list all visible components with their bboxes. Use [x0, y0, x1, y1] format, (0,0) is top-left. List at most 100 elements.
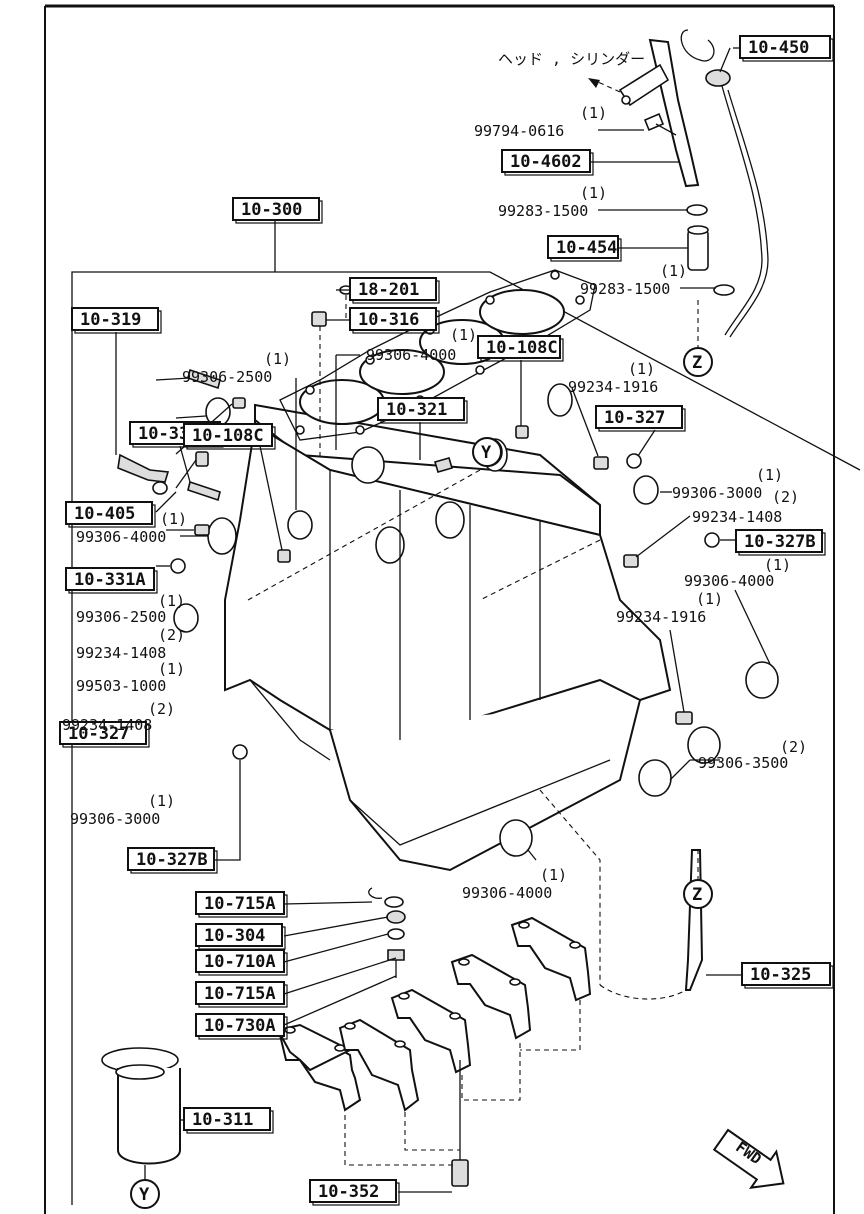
qty-label: (1) — [158, 592, 185, 610]
oil-jet — [368, 887, 383, 899]
pin-99234-1916-r — [675, 711, 693, 725]
label-99306-4000-r: 99306-4000 — [684, 572, 774, 590]
side-hole — [375, 526, 405, 564]
dipstick-tube — [648, 38, 700, 188]
qty-label: (1) — [696, 590, 723, 608]
leader — [571, 387, 599, 457]
part-labels: 99794-0616 99283-1500 99283-1500 99306-4… — [62, 122, 788, 902]
block-skirt — [329, 699, 641, 872]
oring-10-327-top — [626, 453, 642, 469]
deck-hole — [365, 355, 375, 365]
label-99306-3000-low: 99306-3000 — [70, 810, 160, 828]
callout-box-10325: 10-325 — [741, 962, 834, 989]
leader — [175, 459, 197, 489]
leader — [283, 975, 397, 1026]
hose-top — [687, 225, 709, 235]
ref-y-bottom-text: Y — [139, 1185, 150, 1205]
dipstick-group — [588, 29, 769, 348]
seal-99306-4000-bot — [499, 819, 533, 857]
label-99234-1408-low: 99234-1408 — [62, 716, 152, 734]
cap-guide — [344, 1115, 455, 1166]
deck-hole — [305, 385, 315, 395]
arrow-head-icon — [588, 78, 600, 88]
oring-10-327B-bottom — [232, 744, 248, 760]
deck-hole — [575, 295, 585, 305]
quantity-labels: (1) (1) (1) (1) (1) (1) (1) (2) (1) (1) … — [148, 104, 807, 884]
callout-box-10327_left: 10-327 — [59, 721, 150, 748]
ref-z-lower-text: Z — [692, 885, 702, 905]
oring-10-327B-right — [704, 532, 720, 548]
callout-text: 10-327B — [744, 532, 816, 552]
dipstick-rod — [721, 85, 763, 336]
label-99283-1500-a: 99283-1500 — [498, 202, 588, 220]
plug-99306-4000-left — [207, 517, 237, 555]
leader — [669, 629, 685, 713]
leader — [635, 515, 691, 558]
note-head-cylinder: ヘッド , シリンダー — [498, 50, 645, 68]
leader — [283, 916, 389, 937]
liner-10-311 — [101, 1047, 181, 1165]
fwd-arrow-icon — [712, 1128, 785, 1189]
callout-text: 10-710A — [204, 952, 276, 972]
bearing-cap-5 — [510, 916, 592, 1002]
callout-text: 10-4602 — [510, 152, 582, 172]
label-99503-1000: 99503-1000 — [76, 677, 166, 695]
leader — [527, 849, 537, 861]
dowel-10-316 — [311, 311, 327, 327]
label-99306-4000-bot: 99306-4000 — [462, 884, 552, 902]
callout-box-10331A_left: 10-331A — [65, 567, 158, 594]
callout-text: 10-327 — [68, 724, 129, 744]
deck-hole — [485, 295, 495, 305]
qty-label: (1) — [158, 660, 185, 678]
callout-box-10316: 10-316 — [349, 307, 440, 334]
qty-label: (1) — [264, 350, 291, 368]
callout-text: 10-450 — [748, 38, 809, 58]
ref-marker-y-bottom: Y — [130, 1179, 160, 1209]
callout-text: 10-316 — [358, 310, 419, 330]
label-99306-2500-top: 99306-2500 — [182, 368, 272, 386]
callout-text: 10-327 — [604, 408, 665, 428]
ref-marker-z-top: Z — [683, 347, 713, 377]
washer-10-405 — [152, 481, 168, 495]
callout-box-10327B_right: 10-327B — [735, 529, 826, 556]
callout-text: 10-730A — [204, 1016, 276, 1036]
qty-label: (1) — [540, 866, 567, 884]
arrow-line — [597, 81, 621, 93]
callout-text: 10-405 — [74, 504, 135, 524]
label-99234-1408-r: 99234-1408 — [692, 508, 782, 526]
clamp-upper — [686, 204, 708, 216]
leader — [155, 491, 177, 513]
label-99306-2500-left: 99306-2500 — [76, 608, 166, 626]
qty-label: (2) — [148, 700, 175, 718]
ref-marker-z-lower: Z — [683, 879, 713, 909]
qty-label: (1) — [660, 262, 687, 280]
pin-10-108C-top — [515, 425, 529, 439]
callout-box-10710A: 10-710A — [195, 949, 288, 976]
leader — [283, 933, 389, 963]
leader-10-450b — [719, 47, 731, 73]
label-99283-1500-b: 99283-1500 — [580, 280, 670, 298]
qty-label: (1) — [450, 326, 477, 344]
side-hole — [547, 383, 573, 417]
leader — [210, 760, 241, 861]
callout-box-10715A_2: 10-715A — [195, 981, 288, 1008]
callout-box-10730A: 10-730A — [195, 1013, 288, 1040]
label-99306-4000-left: 99306-4000 — [76, 528, 166, 546]
stud-10-331A-top — [187, 480, 221, 502]
deck-hole — [475, 365, 485, 375]
qty-label: (1) — [148, 792, 175, 810]
pin-99234-1408-low — [194, 524, 210, 536]
bearing-cap-1 — [276, 1023, 362, 1112]
callout-box-10352: 10-352 — [309, 1179, 400, 1206]
callout-box-10450: 10-450 — [739, 35, 834, 62]
qty-label: (1) — [160, 510, 187, 528]
block-leaders — [115, 289, 771, 861]
dipstick-handle — [680, 29, 715, 62]
callout-text: 10-715A — [204, 894, 276, 914]
leader — [734, 589, 771, 665]
bolt-10-352 — [451, 1159, 469, 1187]
lower-components — [101, 789, 742, 1193]
qty-label: (1) — [628, 360, 655, 378]
label-99234-1916-top: 99234-1916 — [568, 378, 658, 396]
